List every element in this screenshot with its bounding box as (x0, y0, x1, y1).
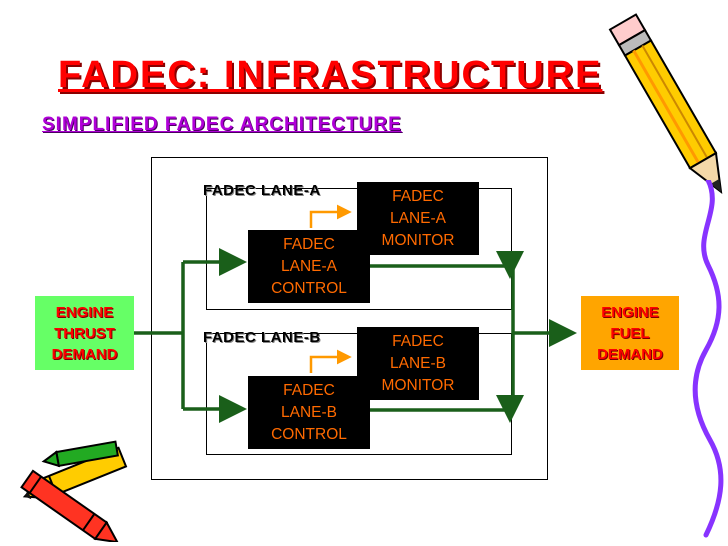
output-line-2: FUEL (610, 324, 650, 342)
lane-b-monitor-line-2: LANE-B (390, 354, 446, 372)
squiggle-icon (692, 180, 724, 538)
input-wires (134, 248, 247, 423)
output-line-3: DEMAND (597, 345, 663, 363)
lane-a-control-block: FADEC LANE-A CONTROL (248, 230, 370, 303)
crayons-icon (20, 440, 128, 542)
lane-b-control-line-1: FADEC (283, 381, 335, 399)
lane-b-monitor-block: FADEC LANE-B MONITOR (357, 327, 479, 400)
lane-a-monitor-line-3: MONITOR (381, 231, 455, 249)
lane-b-control-line-3: CONTROL (271, 425, 347, 443)
lane-a-monitor-block: FADEC LANE-A MONITOR (357, 182, 479, 255)
page-title: FADEC: INFRASTRUCTURE (58, 54, 603, 96)
output-line-1: ENGINE (601, 303, 659, 321)
engine-thrust-demand-box: ENGINE THRUST DEMAND (35, 296, 134, 370)
lane-b-control-block: FADEC LANE-B CONTROL (248, 376, 370, 449)
control-monitor-links (309, 204, 352, 373)
input-line-1: ENGINE (55, 303, 114, 321)
lane-b-control-line-2: LANE-B (281, 403, 337, 421)
engine-fuel-demand-box: ENGINE FUEL DEMAND (581, 296, 679, 370)
diagram-subtitle: SIMPLIFIED FADEC ARCHITECTURE (42, 114, 402, 135)
lane-a-control-line-3: CONTROL (271, 279, 347, 297)
pencil-icon (608, 13, 723, 195)
lane-a-monitor-line-1: FADEC (392, 187, 444, 205)
fadec-outer-frame (151, 157, 548, 480)
lane-b-monitor-line-1: FADEC (392, 332, 444, 350)
input-line-3: DEMAND (51, 345, 118, 363)
lane-a-control-line-1: FADEC (283, 235, 335, 253)
output-wires (370, 251, 577, 423)
lane-a-control-line-2: LANE-A (281, 257, 337, 275)
lane-b-label: FADEC LANE-B (203, 329, 321, 346)
lane-b-monitor-line-3: MONITOR (381, 376, 455, 394)
input-line-2: THRUST (54, 324, 115, 342)
lane-a-label: FADEC LANE-A (203, 182, 321, 199)
lane-a-monitor-line-2: LANE-A (390, 209, 446, 227)
